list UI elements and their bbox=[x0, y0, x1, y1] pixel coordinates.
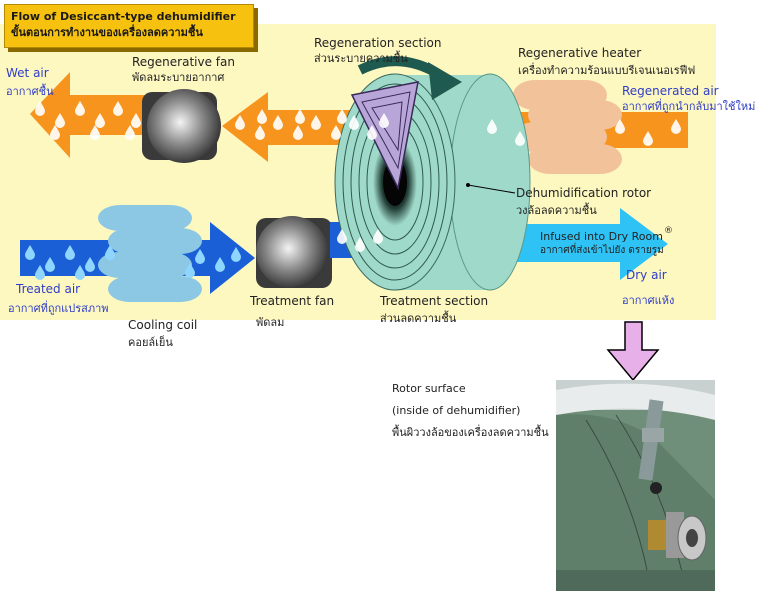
regen-fan-thai: พัดลมระบายอากาศ bbox=[132, 71, 225, 84]
rotor-surface-label: Rotor surface bbox=[392, 382, 466, 395]
dehumidification-rotor bbox=[334, 56, 531, 291]
treatment-fan-label: Treatment fan bbox=[250, 294, 335, 308]
rotor-surface-photo bbox=[556, 380, 715, 591]
dry-air-label: Dry air bbox=[626, 268, 667, 282]
treated-air-thai: อากาศที่ถูกแปรสภาพ bbox=[8, 302, 109, 315]
dry-air-thai: อากาศแห้ง bbox=[622, 294, 675, 307]
regen-heater-label: Regenerative heater bbox=[518, 46, 642, 60]
regen-heater-thai: เครื่องทำความร้อนแบบรีเจนเนอเรฟีฟ bbox=[518, 64, 696, 77]
regen-fan-label: Regenerative fan bbox=[132, 55, 235, 69]
cooling-coil-thai: คอยล์เย็น bbox=[128, 336, 173, 349]
regen-section-thai: ส่วนระบายความชื้น bbox=[314, 52, 408, 65]
wet-air-arrow bbox=[30, 72, 150, 158]
rotor-thai: วงล้อลดความชื้น bbox=[516, 204, 597, 217]
regenerated-air-label: Regenerated air bbox=[622, 84, 719, 98]
treatment-section-thai: ส่วนลดความชื้น bbox=[380, 312, 457, 325]
infused-label: Infused into Dry Room bbox=[540, 230, 663, 243]
regen-section-label: Regeneration section bbox=[314, 36, 442, 50]
treatment-section-label: Treatment section bbox=[380, 294, 489, 308]
treatment-fan bbox=[256, 216, 332, 288]
cooling-coil-label: Cooling coil bbox=[128, 318, 198, 332]
regenerative-fan bbox=[142, 89, 221, 163]
down-arrow bbox=[606, 321, 660, 382]
rotor-surface-sub: (inside of dehumidifier) bbox=[392, 404, 521, 417]
wet-air-thai: อากาศชื้น bbox=[6, 85, 54, 98]
title-box: Flow of Desiccant-type dehumidifier ขั้น… bbox=[4, 4, 254, 48]
regenerative-heater bbox=[513, 80, 622, 174]
infused-thai: อากาศที่ส่งเข้าไปยัง ดรายรูม bbox=[540, 245, 664, 256]
treatment-fan-thai: พัดลม bbox=[256, 316, 285, 329]
title-thai: ขั้นตอนการทำงานของเครื่องลดความชื้น bbox=[11, 26, 203, 39]
cooling-coil bbox=[98, 205, 202, 302]
rotor-surface-thai: พื้นผิววงล้อของเครื่องลดความชื้น bbox=[392, 426, 549, 439]
rotor-label: Dehumidification rotor bbox=[516, 186, 652, 200]
regenerated-air-thai: อากาศที่ถูกนำกลับมาใช้ใหม่ bbox=[622, 100, 756, 113]
wet-air-label: Wet air bbox=[6, 66, 49, 80]
treated-air-label: Treated air bbox=[16, 282, 81, 296]
title-english: Flow of Desiccant-type dehumidifier bbox=[11, 10, 236, 23]
registered-mark: ® bbox=[664, 226, 673, 236]
